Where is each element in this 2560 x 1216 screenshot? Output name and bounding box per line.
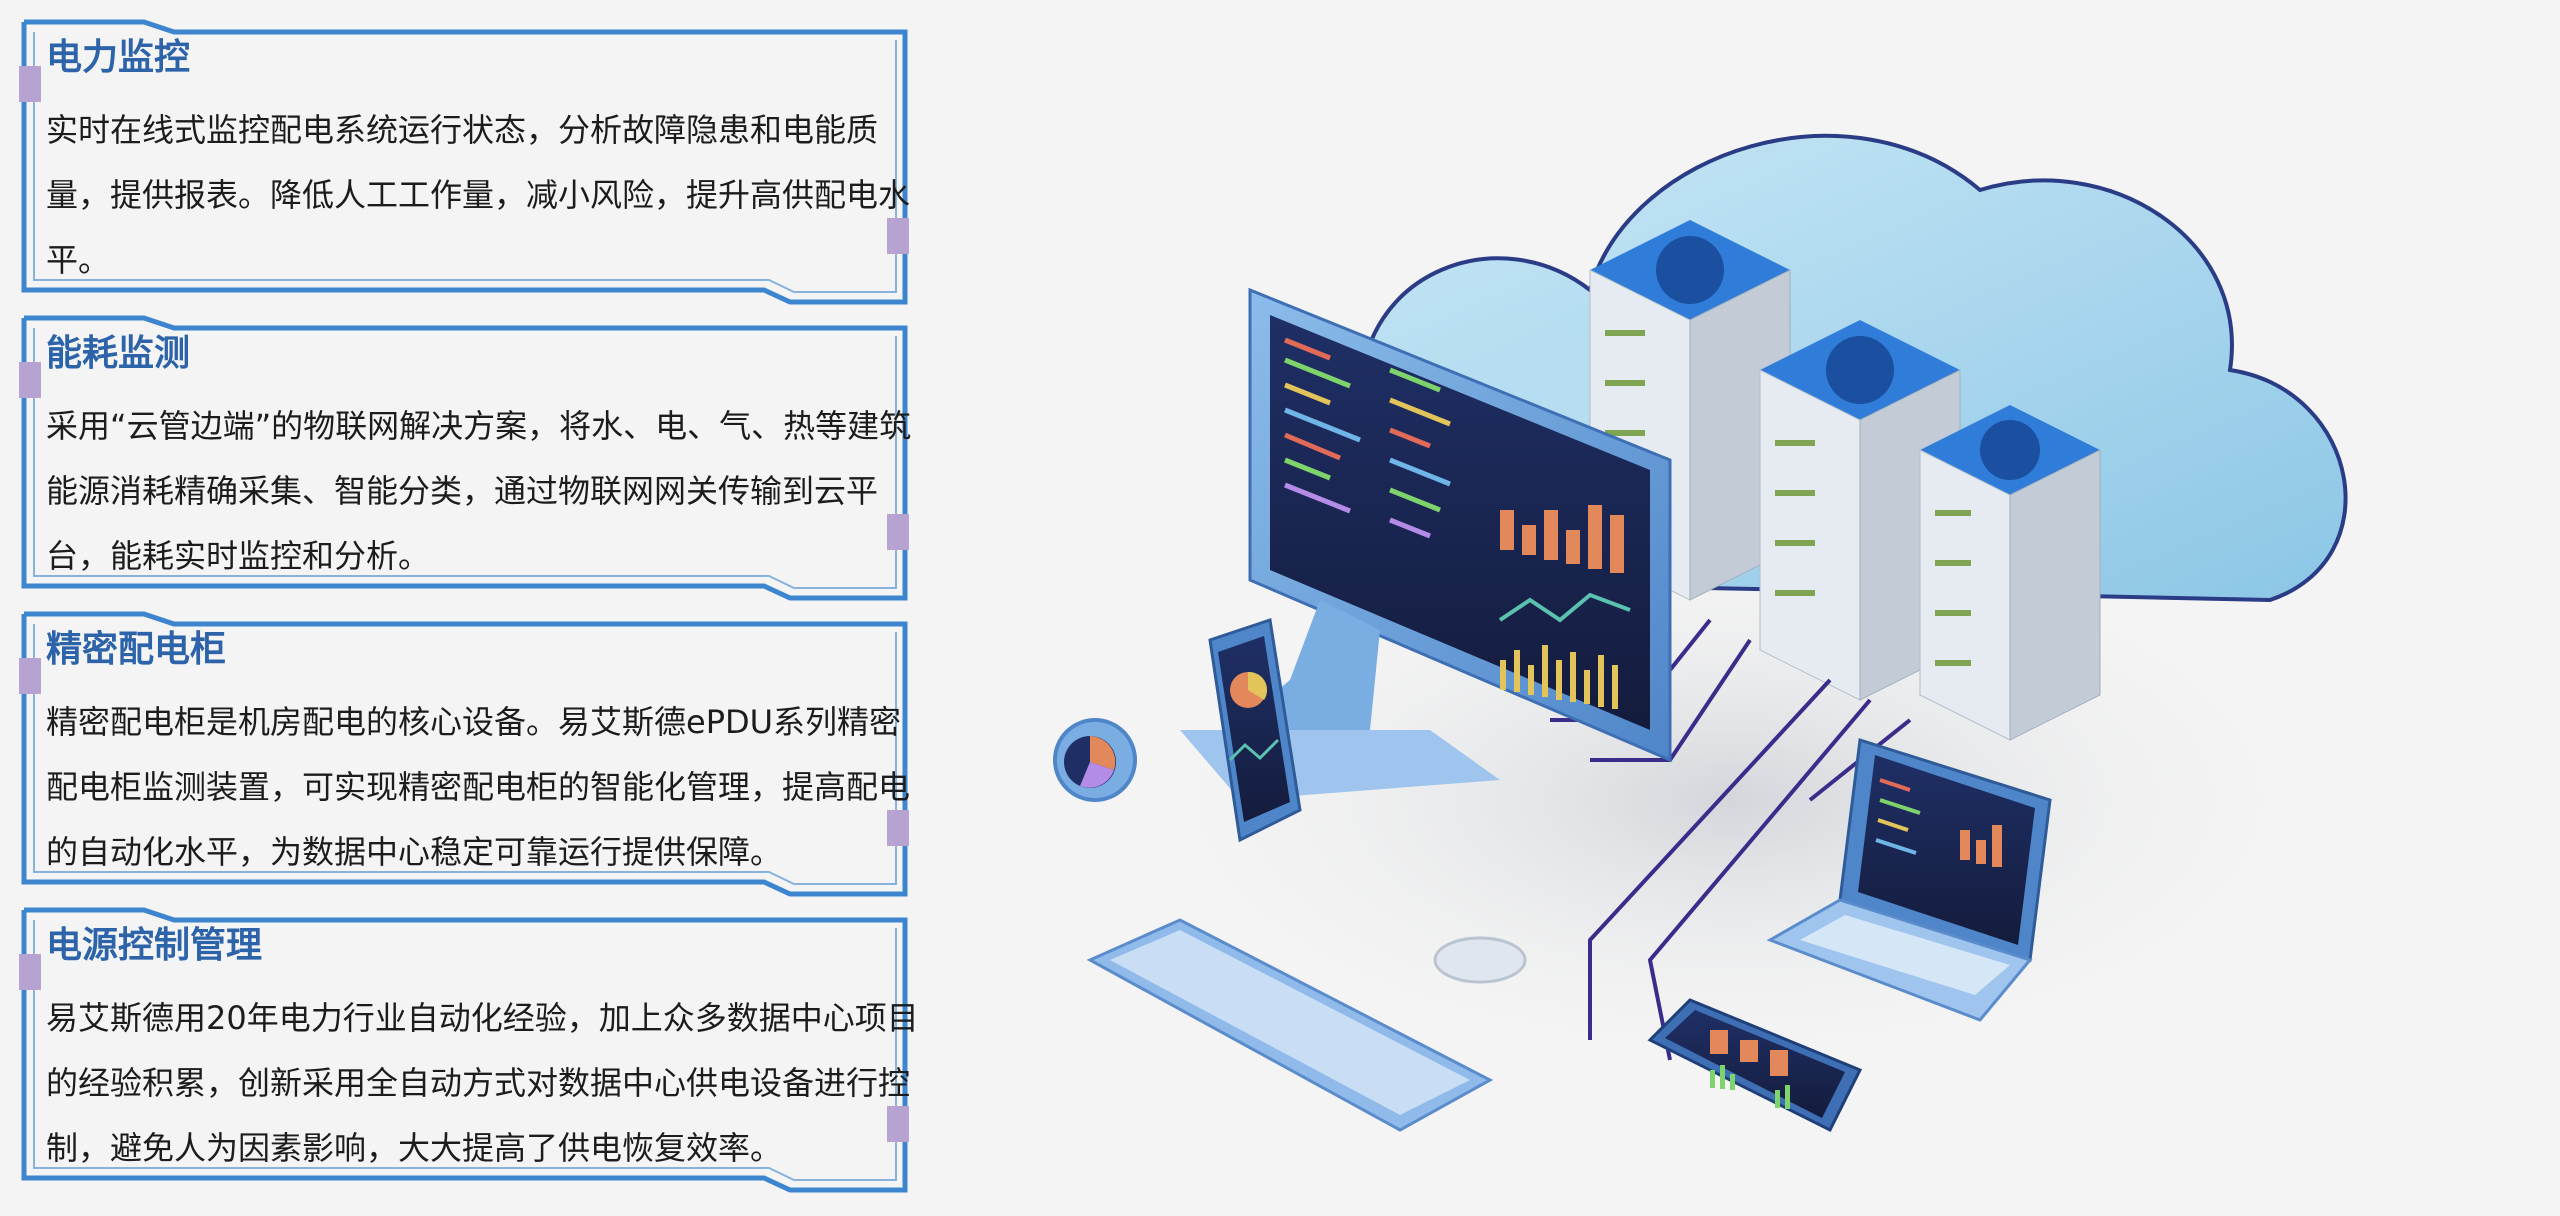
card-tab-right xyxy=(887,810,909,846)
feature-card-power-control: 电源控制管理 易艾斯德用20年电力行业自动化经验，加上众多数据中心项目的经验积累… xyxy=(19,907,919,1193)
tablet-icon xyxy=(1647,998,1863,1133)
card-body: 易艾斯德用20年电力行业自动化经验，加上众多数据中心项目的经验积累，创新采用全自… xyxy=(46,999,919,1167)
cloud-data-center-illustration xyxy=(1053,133,2350,1133)
card-tab-right xyxy=(887,1106,909,1142)
feature-card-precision-cabinet: 精密配电柜 精密配电柜是机房配电的核心设备。易艾斯德ePDU系列精密配电柜监测装… xyxy=(19,611,910,897)
card-title: 精密配电柜 xyxy=(46,629,227,670)
keyboard-icon xyxy=(1086,918,1494,1132)
card-title: 电力监控 xyxy=(46,37,191,78)
smartwatch-icon xyxy=(1053,718,1137,802)
card-tab-left xyxy=(19,658,41,694)
laptop-icon xyxy=(1766,738,2052,1022)
feature-card-energy-monitoring: 能耗监测 采用“云管边端”的物联网解决方案，将水、电、气、热等建筑能源消耗精确采… xyxy=(19,315,911,601)
card-body: 实时在线式监控配电系统运行状态，分析故障隐患和电能质量，提供报表。降低人工工作量… xyxy=(46,111,911,279)
card-title: 能耗监测 xyxy=(46,333,191,374)
feature-card-power-monitoring: 电力监控 实时在线式监控配电系统运行状态，分析故障隐患和电能质量，提供报表。降低… xyxy=(19,19,910,305)
card-tab-left xyxy=(19,362,41,398)
card-body: 精密配电柜是机房配电的核心设备。易艾斯德ePDU系列精密配电柜监测装置，可实现精… xyxy=(46,703,911,871)
phone-icon xyxy=(1208,618,1302,843)
card-body: 采用“云管边端”的物联网解决方案，将水、电、气、热等建筑能源消耗精确采集、智能分… xyxy=(46,407,912,575)
card-title: 电源控制管理 xyxy=(46,925,263,966)
card-tab-right xyxy=(887,514,909,550)
card-tab-left xyxy=(19,954,41,990)
card-tab-left xyxy=(19,66,41,102)
card-tab-right xyxy=(887,218,909,254)
mouse-icon xyxy=(1433,936,1527,984)
